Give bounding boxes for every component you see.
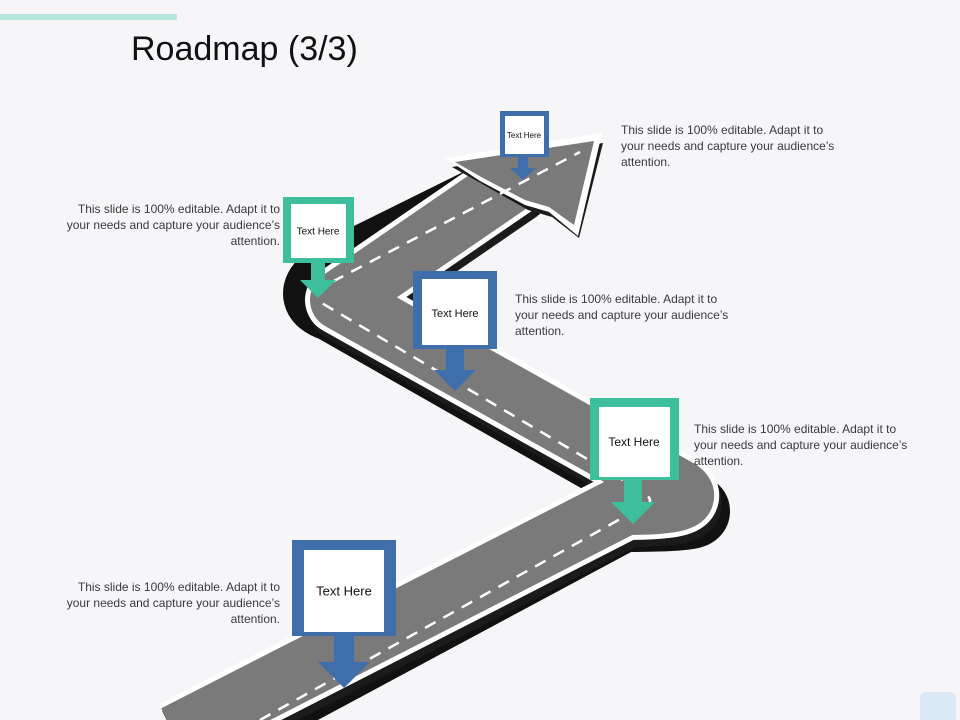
marker-1: Text Here xyxy=(292,540,396,688)
marker-3-pointer xyxy=(434,349,476,391)
marker-5-pointer xyxy=(510,157,536,180)
marker-4: Text Here xyxy=(590,398,679,524)
description-right: This slide is 100% editable. Adapt it to… xyxy=(694,422,908,468)
marker-3-label: Text Here xyxy=(431,308,478,320)
marker-4-pointer xyxy=(611,480,655,524)
marker-4-label: Text Here xyxy=(608,435,660,449)
marker-3: Text Here xyxy=(413,271,497,391)
description-upper-left: This slide is 100% editable. Adapt it to… xyxy=(66,202,280,248)
marker-5-label: Text Here xyxy=(507,131,542,140)
marker-2-pointer xyxy=(300,263,336,298)
description-middle: This slide is 100% editable. Adapt it to… xyxy=(515,292,729,338)
marker-1-pointer xyxy=(318,636,370,688)
top-accent-bar xyxy=(0,14,177,20)
marker-2-label: Text Here xyxy=(297,227,340,238)
page-title: Roadmap (3/3) xyxy=(131,30,358,68)
corner-box xyxy=(920,692,956,720)
description-top-right: This slide is 100% editable. Adapt it to… xyxy=(621,123,835,169)
marker-5: Text Here xyxy=(500,111,549,180)
marker-2: Text Here xyxy=(283,197,354,298)
description-bottom-left: This slide is 100% editable. Adapt it to… xyxy=(66,580,280,626)
marker-1-label: Text Here xyxy=(316,583,372,598)
